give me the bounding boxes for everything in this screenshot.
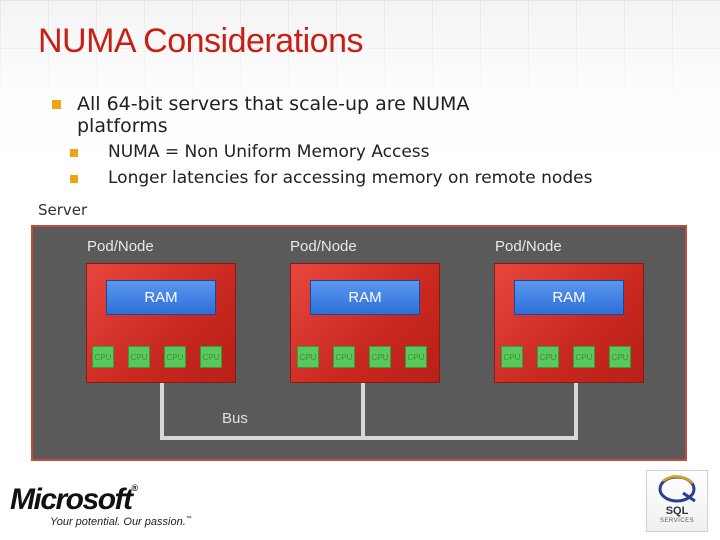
cpu-chip: CPU <box>501 346 523 368</box>
cpu-chip: CPU <box>369 346 391 368</box>
trademark-mark: ™ <box>185 516 192 522</box>
slide-title: NUMA Considerations <box>38 22 363 60</box>
tagline-text: Your potential. Our passion. <box>50 516 186 528</box>
ram-block: RAM <box>310 280 420 315</box>
cpu-chip: CPU <box>537 346 559 368</box>
cpu-chip: CPU <box>128 346 150 368</box>
sql-swirl-icon <box>658 475 696 503</box>
sql-services-logo-icon: SQL SERVICES <box>646 470 708 532</box>
bus-label: Bus <box>222 410 248 427</box>
bullet-main-line1: All 64-bit servers that scale-up are NUM… <box>77 93 470 115</box>
sub-bullet-icon <box>70 149 78 157</box>
sub-bullet-icon <box>70 175 78 183</box>
microsoft-logo-icon: Microsoft® <box>10 483 139 517</box>
cpu-chip: CPU <box>405 346 427 368</box>
bullet-sub-numa: NUMA = Non Uniform Memory Access <box>108 142 430 162</box>
cpu-chip: CPU <box>92 346 114 368</box>
pod-label: Pod/Node <box>290 238 357 255</box>
bullet-icon <box>52 100 61 109</box>
pod-label: Pod/Node <box>87 238 154 255</box>
bullet-main-line2: platforms <box>77 115 168 137</box>
microsoft-tagline: Your potential. Our passion.™ <box>50 516 192 528</box>
cpu-chip: CPU <box>333 346 355 368</box>
registered-mark: ® <box>131 483 139 493</box>
cpu-chip: CPU <box>200 346 222 368</box>
cpu-chip: CPU <box>573 346 595 368</box>
cpu-chip: CPU <box>609 346 631 368</box>
ram-block: RAM <box>514 280 624 315</box>
bus-line <box>160 383 578 440</box>
bus-connector <box>361 383 365 436</box>
bullet-sub-latency: Longer latencies for accessing memory on… <box>108 168 593 188</box>
server-label: Server <box>38 201 88 219</box>
sql-sub-text: SERVICES <box>659 518 695 524</box>
cpu-chip: CPU <box>164 346 186 368</box>
cpu-chip: CPU <box>297 346 319 368</box>
microsoft-wordmark: Microsoft <box>10 483 133 516</box>
sql-text: SQL <box>665 505 689 517</box>
ram-block: RAM <box>106 280 216 315</box>
pod-label: Pod/Node <box>495 238 562 255</box>
